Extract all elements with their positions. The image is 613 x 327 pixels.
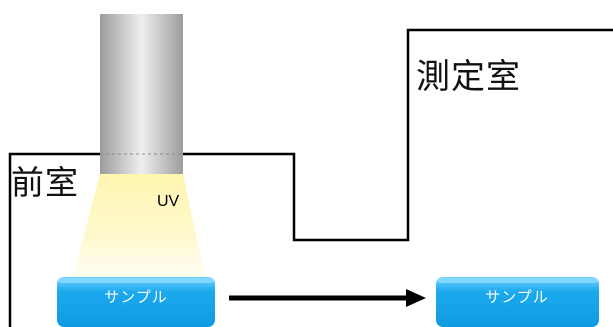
sample-block-left — [57, 277, 215, 327]
sample-left-label: サンプル — [104, 288, 168, 306]
uv-label: UV — [157, 193, 180, 210]
measurement-room-label: 測定室 — [416, 57, 521, 97]
uv-lamp-icon — [100, 14, 183, 174]
sample-block-right — [436, 277, 599, 327]
right-arrow-icon — [229, 289, 426, 307]
chamber-wall-outline — [8, 28, 613, 327]
sample-right-label: サンプル — [485, 288, 549, 306]
pre-room-label: 前室 — [11, 163, 79, 202]
uv-light-beam — [69, 174, 208, 292]
